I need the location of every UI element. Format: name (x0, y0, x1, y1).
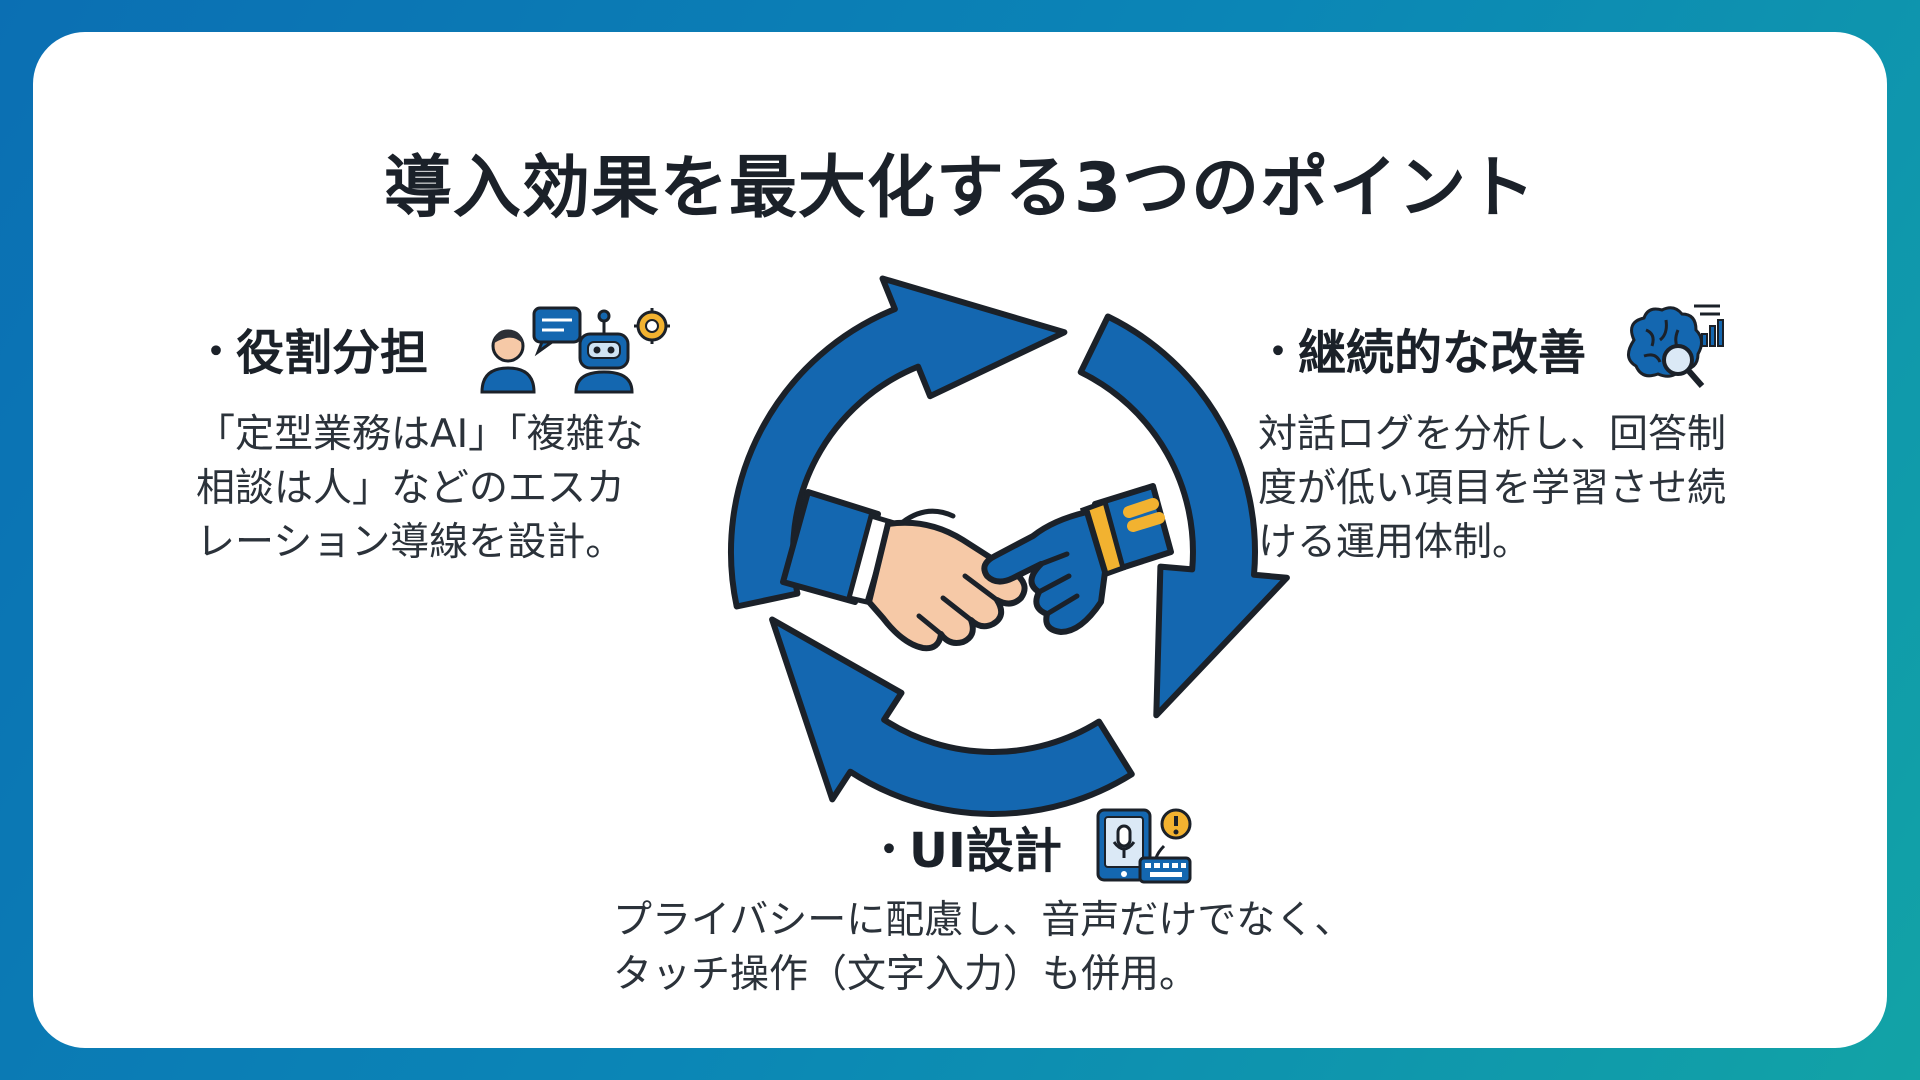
point-role-sharing: ・ 役割分担 (196, 300, 716, 570)
page-title: 導入効果を最大化する3つのポイント (383, 149, 1537, 228)
cycle-arrow-bottom (769, 616, 1135, 817)
point-description: 「定型業務はAI」「複雑な 相談は人」などのエスカ レーション導線を設計。 (196, 412, 644, 565)
point-description: プライバシーに配慮し、音声だけでなく、 タッチ操作（文字入力）も併用。 (613, 898, 1354, 997)
point-description: 対話ログを分析し、回答制 度が低い項目を学習させ続 ける運用体制。 (1258, 412, 1727, 565)
handshake-icon (780, 483, 1174, 652)
point-ui-design: ・ UI設計 (613, 806, 1393, 1002)
person-robot-icon (480, 306, 671, 394)
point-heading: 継続的な改善 (1298, 325, 1587, 381)
bullet: ・ (1258, 329, 1298, 375)
point-heading: UI設計 (909, 823, 1062, 879)
bullet: ・ (196, 329, 236, 375)
point-heading: 役割分担 (236, 325, 429, 381)
tablet-keyboard-icon (1096, 808, 1192, 884)
cycle-arrow-right (1077, 313, 1290, 719)
point-continuous-improvement: ・ 継続的な改善 対話ログを分析し、回答制 度が低い項目を学習させ続 ける運用体… (1258, 300, 1778, 570)
cycle-arrow-top (727, 275, 1068, 610)
brain-analytics-icon (1627, 304, 1725, 388)
main-card: 導入効果を最大化する3つのポイント ・ 役割分担 (33, 32, 1887, 1048)
bullet: ・ (869, 827, 909, 873)
cycle-diagram (727, 275, 1290, 817)
